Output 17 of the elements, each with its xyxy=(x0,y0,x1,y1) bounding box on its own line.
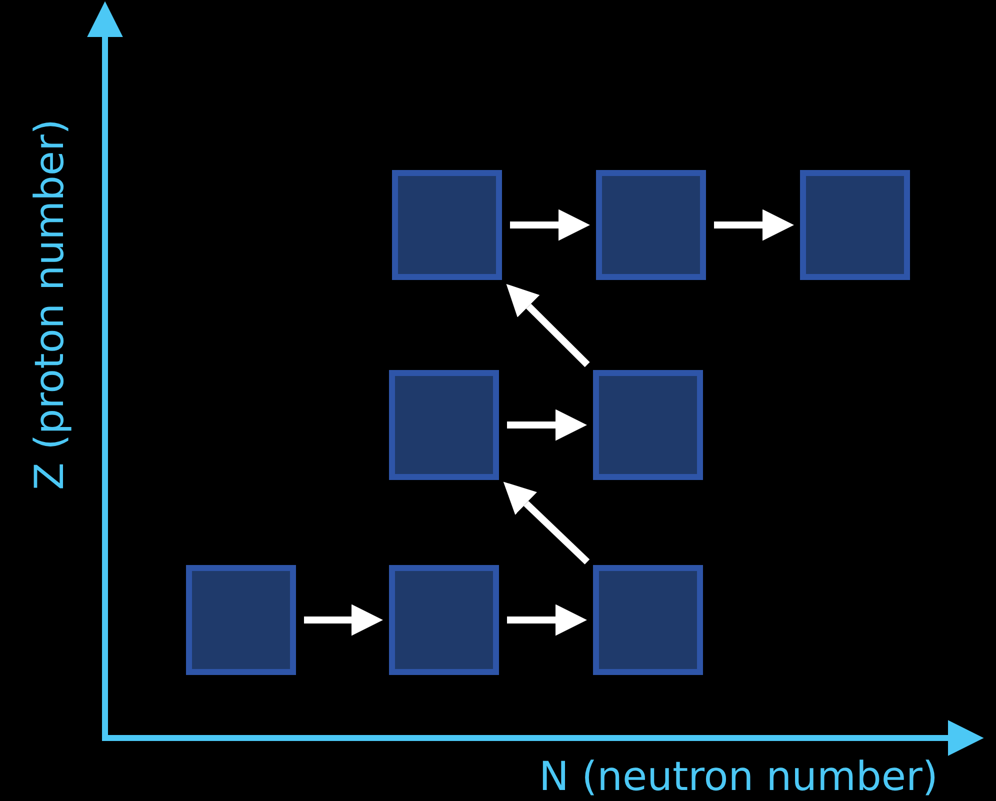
y-axis-label: Z (proton number) xyxy=(30,118,70,490)
square-box xyxy=(392,170,502,280)
square-box xyxy=(800,170,910,280)
square-box xyxy=(186,565,296,675)
square-box xyxy=(596,170,706,280)
arrow xyxy=(304,604,383,636)
arrow xyxy=(510,209,590,241)
square-box xyxy=(593,565,703,675)
arrow xyxy=(503,482,590,564)
arrow xyxy=(507,604,587,636)
arrow xyxy=(714,209,794,241)
square-box xyxy=(389,370,499,480)
arrow xyxy=(507,409,587,441)
square-box xyxy=(593,370,703,480)
arrow xyxy=(506,284,590,368)
square-box xyxy=(389,565,499,675)
x-axis-label: N (neutron number) xyxy=(538,757,938,797)
